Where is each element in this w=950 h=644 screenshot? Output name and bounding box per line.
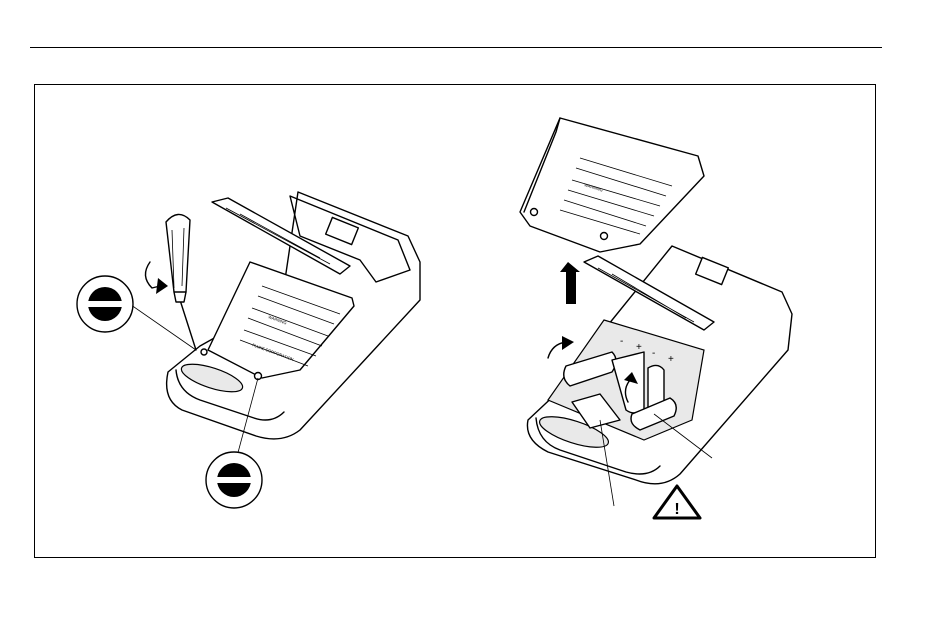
polarity-4: + bbox=[668, 354, 674, 365]
lift-arrow bbox=[560, 262, 580, 304]
callout-line-top bbox=[124, 300, 196, 350]
door-screw-left-a bbox=[201, 349, 207, 355]
warning-glyph: ! bbox=[674, 501, 679, 518]
door-screw-right-a bbox=[531, 209, 538, 216]
door-screw-right-b bbox=[601, 233, 608, 240]
turn-arrow-head-left bbox=[156, 278, 168, 294]
warning-triangle-icon: ! bbox=[654, 486, 700, 518]
screwdriver bbox=[166, 214, 196, 350]
screw-detail-callout-top bbox=[77, 276, 133, 332]
polarity-2: + bbox=[636, 342, 642, 353]
rotate-arrow-1-head bbox=[562, 336, 574, 350]
left-meter-assembly: WARNING FLUKE CORPORATION bbox=[77, 192, 420, 508]
screw-detail-callout-bottom bbox=[206, 452, 262, 508]
polarity-1: - bbox=[620, 336, 623, 347]
right-meter-assembly: WARNING - + - + bbox=[520, 118, 792, 518]
polarity-3: - bbox=[652, 348, 655, 359]
battery-door-removed: WARNING bbox=[520, 118, 704, 252]
